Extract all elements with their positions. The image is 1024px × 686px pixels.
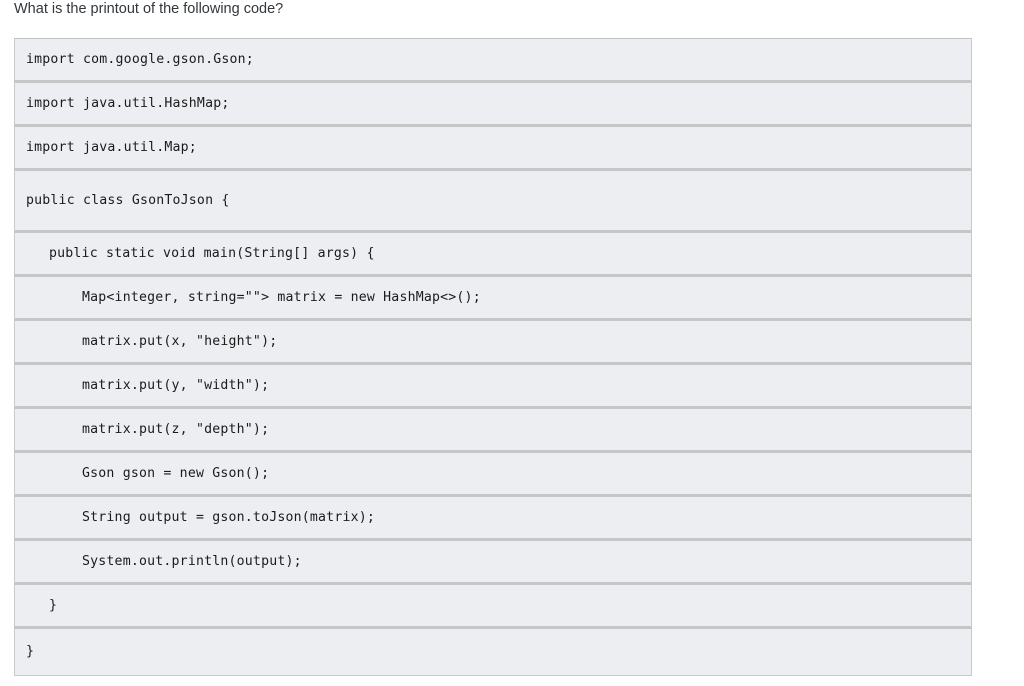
code-line: System.out.println(output); xyxy=(15,541,971,585)
code-line-text: matrix.put(x, "height"); xyxy=(82,333,278,349)
code-line: Map<integer, string=""> matrix = new Has… xyxy=(15,277,971,321)
code-line: matrix.put(y, "width"); xyxy=(15,365,971,409)
code-line: } xyxy=(15,629,971,675)
code-line-text: public class GsonToJson { xyxy=(26,192,230,208)
question-prompt: What is the printout of the following co… xyxy=(14,1,284,17)
code-line-text: } xyxy=(26,644,35,659)
code-line: import com.google.gson.Gson; xyxy=(15,39,971,83)
code-line: import java.util.HashMap; xyxy=(15,83,971,127)
code-line-text: public static void main(String[] args) { xyxy=(49,245,375,261)
code-line: public static void main(String[] args) { xyxy=(15,233,971,277)
code-block: import com.google.gson.Gson; import java… xyxy=(14,38,972,676)
code-line-text: import java.util.Map; xyxy=(26,139,197,155)
code-line-text: System.out.println(output); xyxy=(82,553,302,569)
code-line-text: String output = gson.toJson(matrix); xyxy=(82,509,376,525)
code-line-text: Map<integer, string=""> matrix = new Has… xyxy=(82,289,481,305)
code-line: public class GsonToJson { xyxy=(15,171,971,233)
code-line-text: Gson gson = new Gson(); xyxy=(82,465,270,481)
code-line: matrix.put(z, "depth"); xyxy=(15,409,971,453)
code-line-text: import com.google.gson.Gson; xyxy=(26,51,254,67)
code-line: String output = gson.toJson(matrix); xyxy=(15,497,971,541)
code-line: Gson gson = new Gson(); xyxy=(15,453,971,497)
code-line: matrix.put(x, "height"); xyxy=(15,321,971,365)
code-line-text: matrix.put(y, "width"); xyxy=(82,377,270,393)
code-line: import java.util.Map; xyxy=(15,127,971,171)
code-line-text: matrix.put(z, "depth"); xyxy=(82,421,270,437)
code-line: } xyxy=(15,585,971,629)
code-line-text: } xyxy=(49,597,58,613)
code-line-text: import java.util.HashMap; xyxy=(26,95,230,111)
